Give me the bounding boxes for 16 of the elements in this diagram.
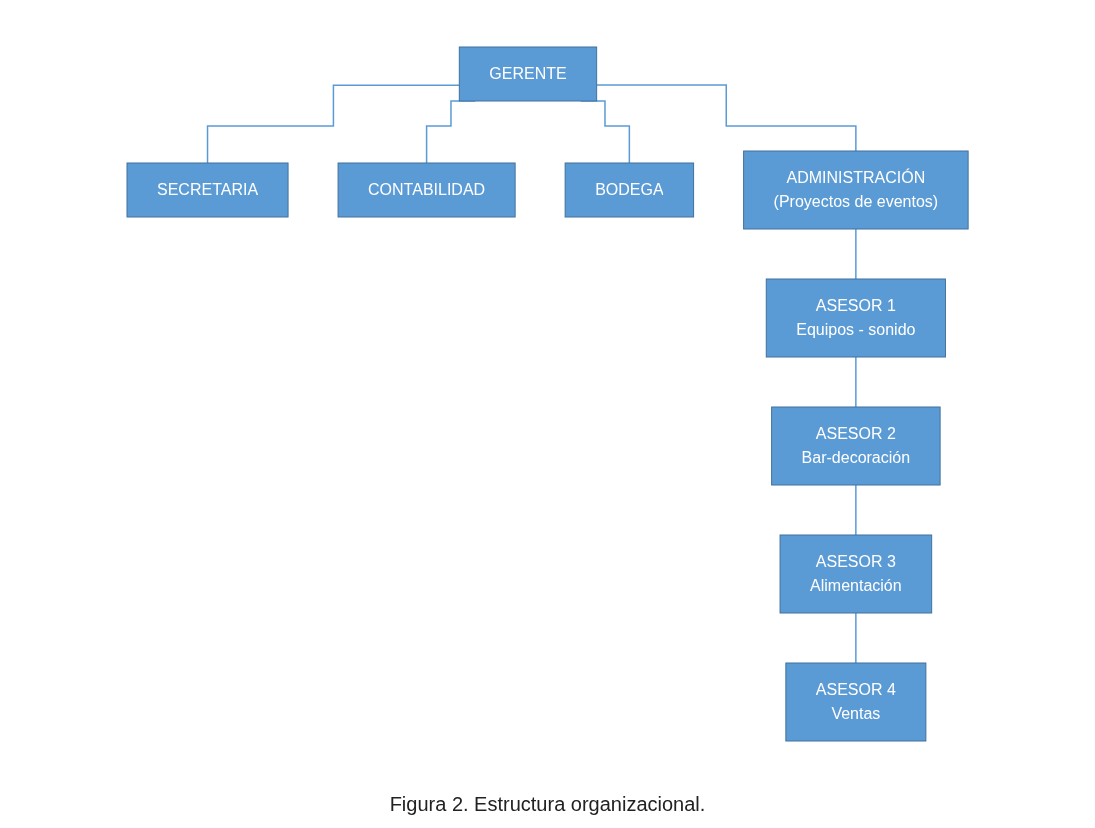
node-box: ASESOR 1 Equipos - sonido <box>765 278 946 357</box>
node-box: ADMINISTRACIÓN (Proyectos de eventos) <box>743 150 969 229</box>
node-box: ASESOR 3 Alimentación <box>779 534 933 613</box>
figure-caption: Figura 2. Estructura organizacional. <box>389 793 706 816</box>
node-box: ASESOR 2 Bar-decoración <box>771 406 941 485</box>
node-box: CONTABILIDAD <box>337 162 516 217</box>
node-box: BODEGA <box>564 162 695 217</box>
connector <box>595 83 857 152</box>
connector <box>855 483 857 536</box>
connector <box>855 355 857 408</box>
node-box: GERENTE <box>458 46 598 101</box>
node-box: SECRETARIA <box>126 162 289 217</box>
connector <box>206 83 460 164</box>
connector <box>855 227 857 280</box>
connector <box>855 611 857 664</box>
node-box: ASESOR 4 Ventas <box>785 662 927 741</box>
